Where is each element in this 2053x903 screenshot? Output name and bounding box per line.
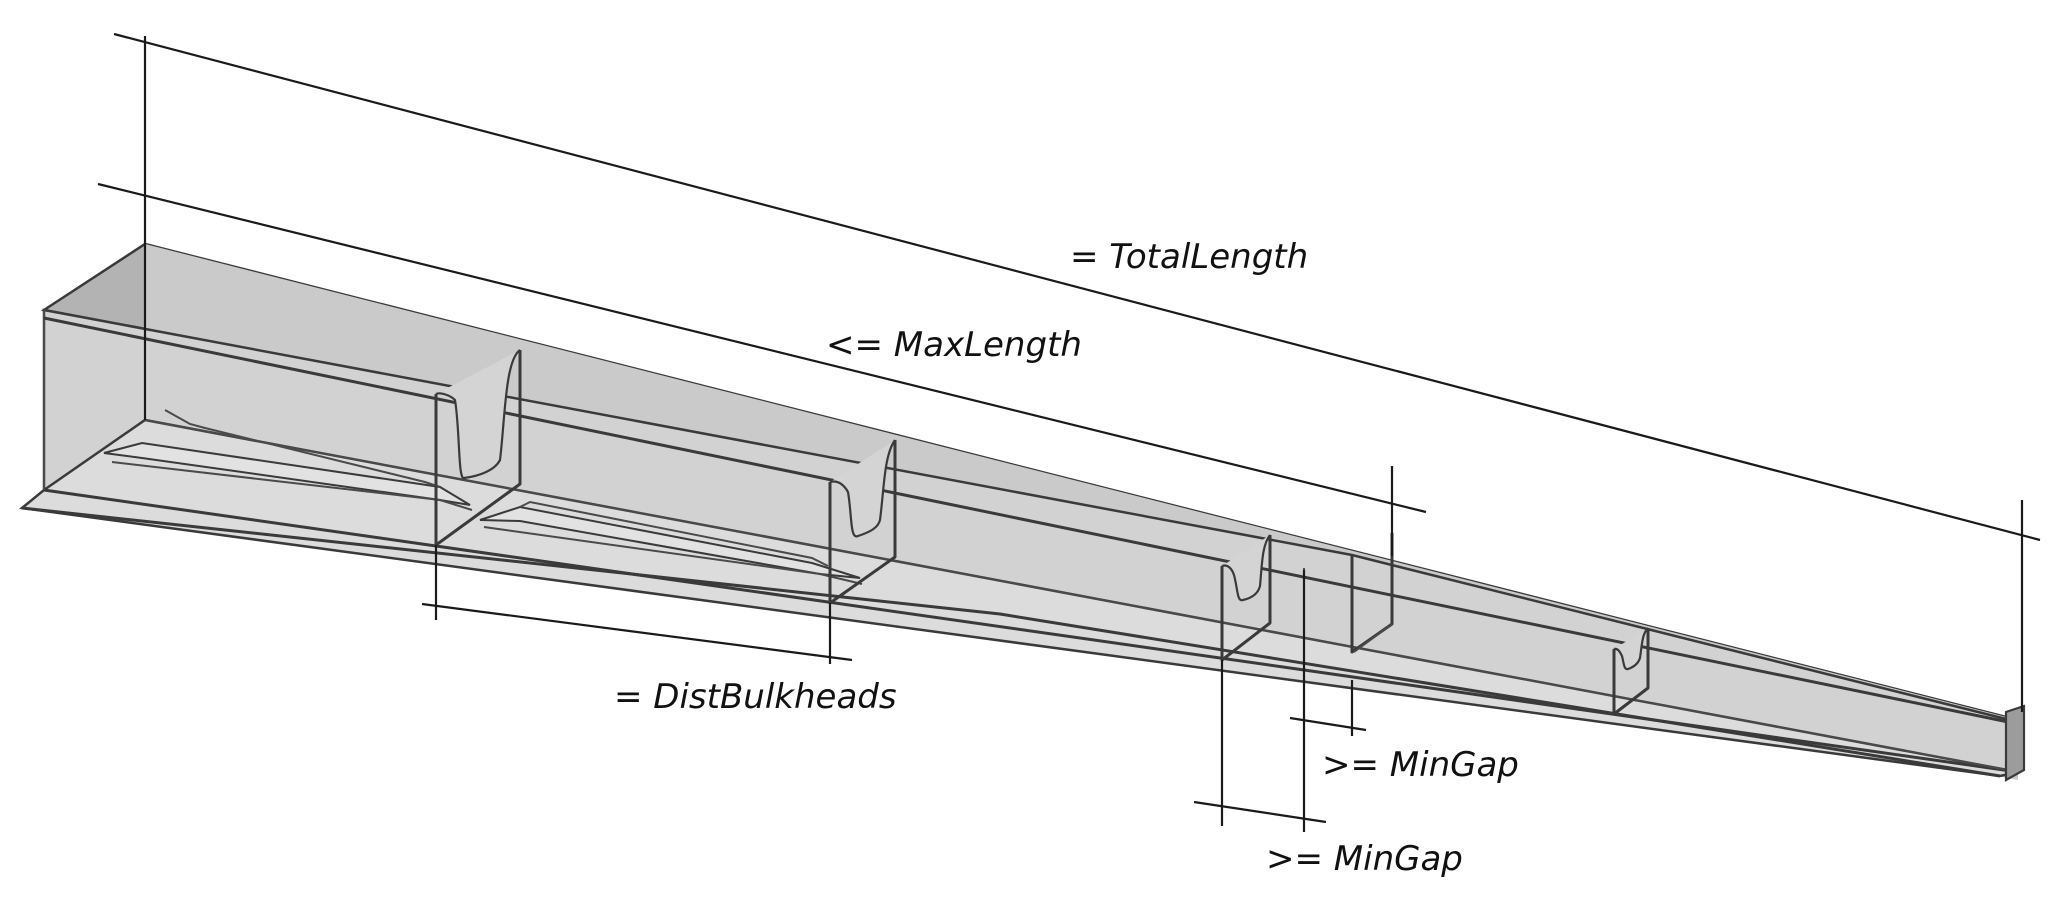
floor-stiffeners (103, 409, 863, 585)
bulkhead-4-frame (1612, 628, 1650, 716)
bulkhead-1-profile (435, 349, 521, 480)
min-gap-lower-label: >= MinGap (1266, 839, 1463, 879)
bulkhead-3-frame (1220, 535, 1272, 662)
total-length-label: = TotalLength (1070, 237, 1308, 277)
dist-bulkheads-dimension-line (421, 602, 853, 662)
dist-bulkheads-label: = DistBulkheads (614, 677, 897, 717)
bulkhead-2-frame (828, 440, 897, 605)
min-gap-lower-dimension-line (1193, 800, 1327, 824)
dimension-labels: = TotalLength <= MaxLength = DistBulkhea… (614, 237, 1519, 879)
stiffener-left (103, 441, 471, 506)
total-length-dimension-line (113, 32, 2041, 542)
max-length-label: <= MaxLength (826, 325, 1082, 365)
bulkhead-1-frame (434, 350, 522, 547)
max-length-dimension-line (97, 182, 1427, 514)
beam-body (18, 242, 2026, 782)
bulkhead-3-profile (1221, 534, 1271, 602)
dimension-lines (97, 32, 2041, 832)
min-gap-upper-label: >= MinGap (1322, 745, 1519, 785)
beam-end-cap (2004, 704, 2026, 782)
bulkhead-4-profile (1613, 627, 1649, 671)
min-gap-upper-dimension-line (1289, 716, 1367, 732)
bulkhead-2-profile (829, 439, 896, 538)
